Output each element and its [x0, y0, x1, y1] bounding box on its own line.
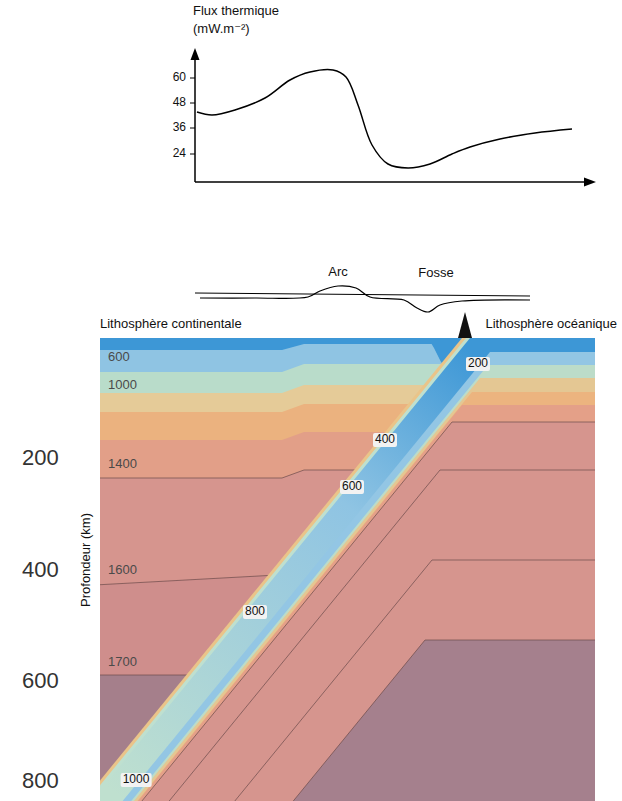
isotherm-label: 1700 [108, 655, 137, 670]
slab-isotherm-band [100, 338, 595, 801]
heat-flux-chart [190, 48, 596, 187]
slab-isotherm-band [126, 365, 595, 801]
relief-label: Fosse [418, 266, 453, 281]
tick-label: 60 [173, 71, 186, 85]
plate-label: Lithosphère continentale [100, 317, 242, 332]
tick-label: 48 [173, 96, 186, 110]
tick-label: 36 [173, 121, 186, 135]
depth-label: 600 [22, 668, 59, 693]
depth-label: 800 [22, 768, 59, 793]
axis-unit: (mW.m⁻²) [193, 22, 250, 37]
tick-label: 24 [173, 147, 186, 161]
slab-isotherm-label: 1000 [121, 773, 152, 787]
isotherm-label: 1600 [108, 563, 137, 578]
isotherm-label: 1000 [108, 378, 137, 393]
axis-arrowhead [584, 178, 596, 187]
axis-arrowhead [191, 48, 200, 60]
slab-isotherm-label: 200 [466, 357, 490, 371]
trench-marker [458, 312, 472, 338]
slab-isotherm-label: 400 [373, 433, 397, 447]
x-axis [195, 181, 586, 183]
slab-isotherm-band [136, 422, 595, 801]
isotherm-line [229, 560, 595, 801]
axis-tick [190, 128, 195, 129]
isotherm-line [136, 422, 595, 801]
isotherm-label: 1400 [108, 457, 137, 472]
relief-label: Arc [328, 265, 348, 280]
isotherm-line [163, 470, 595, 801]
slab-isotherm-label: 800 [243, 605, 267, 619]
topographic-profile [195, 286, 530, 312]
slab-isotherm-band [100, 338, 595, 801]
axis-tick [190, 103, 195, 104]
thermal-section [100, 338, 595, 801]
slab-isotherm-band [117, 352, 595, 801]
slab-isotherm-band [132, 392, 595, 801]
relief-profile [200, 286, 530, 312]
axis-tick [190, 154, 195, 155]
slab-isotherm-band [132, 405, 595, 801]
slab-isotherm-band [100, 338, 595, 801]
section-marks [458, 312, 472, 338]
slab-isotherm-band [288, 640, 595, 801]
slab-isotherm-label: 600 [340, 480, 364, 494]
slab-isotherm-band [128, 378, 595, 801]
heat-flux-curve [197, 70, 572, 168]
isotherm-label: 600 [108, 350, 130, 365]
isotherm-line [288, 640, 595, 801]
axis-title: Flux thermique [193, 4, 279, 19]
depth-label: 200 [22, 445, 59, 470]
y-axis [194, 58, 196, 182]
axis-title: Profondeur (km) [79, 513, 94, 607]
sea-level-line [195, 293, 530, 296]
axis-tick [190, 78, 195, 79]
depth-label: 400 [22, 557, 59, 582]
plate-label: Lithosphère océanique [485, 317, 617, 332]
